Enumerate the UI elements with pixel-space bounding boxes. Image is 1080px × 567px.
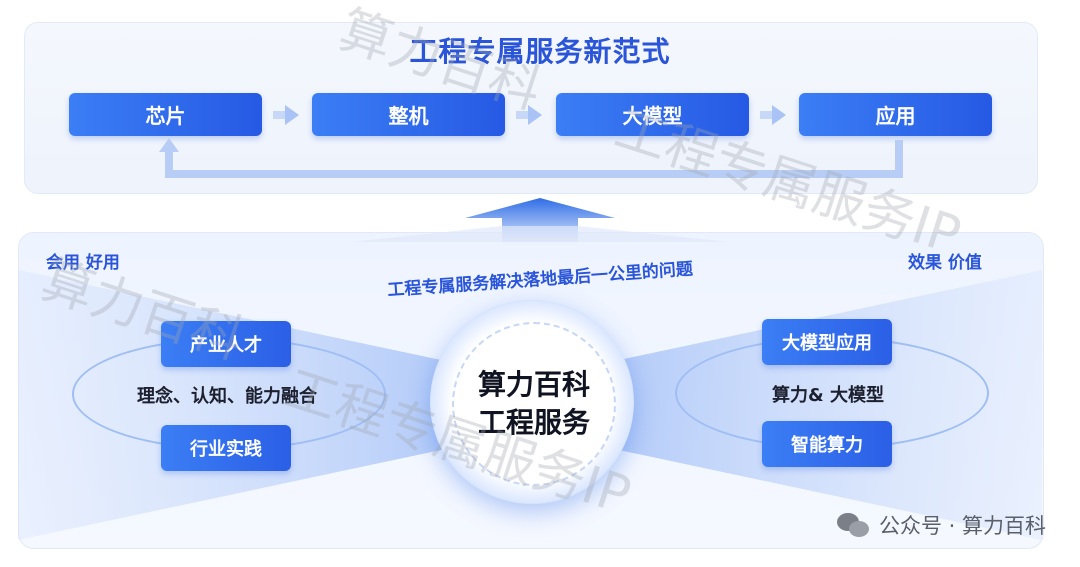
center-line-1: 算力百科 bbox=[477, 368, 590, 401]
flow-step-application: 应用 bbox=[799, 93, 992, 136]
right-top-box: 大模型应用 bbox=[762, 319, 892, 365]
left-middle-text: 理念、认知、能力融合 bbox=[137, 386, 317, 407]
flow-step-machine: 整机 bbox=[312, 93, 505, 136]
wechat-icon bbox=[836, 511, 871, 539]
footer: 公众号 · 算力百科 bbox=[836, 510, 1046, 540]
diagram-title: 工程专属服务新范式 bbox=[409, 35, 671, 68]
left-top-box: 产业人才 bbox=[161, 321, 291, 367]
flow-step-chip: 芯片 bbox=[69, 93, 262, 136]
flow-step-model: 大模型 bbox=[556, 93, 749, 136]
loop-line-bottom bbox=[165, 170, 903, 178]
left-corner-label: 会用 好用 bbox=[46, 253, 120, 273]
loop-line-right bbox=[895, 140, 903, 178]
flow-arrow-icon bbox=[528, 105, 542, 125]
right-bottom-box: 智能算力 bbox=[762, 421, 892, 467]
flow-arrow-icon bbox=[772, 105, 786, 125]
right-corner-label: 效果 价值 bbox=[908, 253, 982, 273]
flow-arrow-icon bbox=[285, 105, 299, 125]
flow-arrow-stem bbox=[273, 111, 285, 119]
flow-arrow-stem bbox=[516, 111, 528, 119]
flow-arrow-stem bbox=[760, 111, 772, 119]
loop-arrow-up-icon bbox=[159, 138, 179, 152]
center-badge: 算力百科 工程服务 bbox=[452, 322, 616, 486]
loop-line-left bbox=[165, 150, 173, 178]
center-line-2: 工程服务 bbox=[477, 406, 590, 439]
footer-text: 公众号 · 算力百科 bbox=[878, 514, 1046, 538]
left-bottom-box: 行业实践 bbox=[161, 425, 291, 471]
up-arrow-icon bbox=[350, 198, 730, 242]
right-middle-text: 算力& 大模型 bbox=[772, 385, 884, 406]
